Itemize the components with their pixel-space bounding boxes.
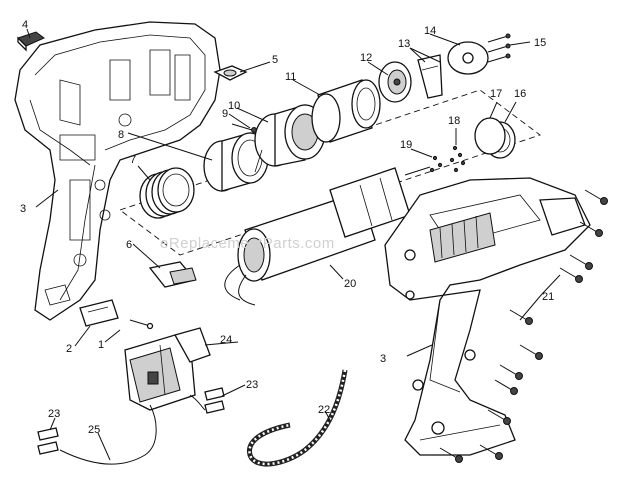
part-23-terminals-left <box>37 427 59 455</box>
part-9-screw <box>231 123 257 133</box>
callout-22: 22 <box>318 404 330 416</box>
part-11-clutch-collar <box>311 79 381 143</box>
part-19-pins <box>429 155 443 173</box>
part-17-ring <box>474 117 506 155</box>
part-18-pins <box>449 145 466 173</box>
part-14-washer <box>447 41 489 75</box>
callout-13: 13 <box>398 38 410 50</box>
left-housing-half <box>14 21 221 321</box>
part-10-gear-housing <box>254 104 326 173</box>
callout-8: 8 <box>118 129 124 141</box>
part-24-switch <box>124 327 211 411</box>
callout-23-right: 23 <box>246 379 258 391</box>
callout-11: 11 <box>285 71 296 83</box>
callout-23-left: 23 <box>48 408 60 420</box>
callout-20: 20 <box>344 278 356 290</box>
part-4-button <box>17 31 45 52</box>
part-6-clip <box>148 261 197 288</box>
callout-2: 2 <box>66 343 72 355</box>
callout-14: 14 <box>424 25 436 37</box>
callout-12: 12 <box>360 52 372 64</box>
part-21-screws <box>439 189 608 463</box>
part-8-ring-gear <box>203 132 269 192</box>
callout-18: 18 <box>448 115 460 127</box>
callout-25: 25 <box>88 424 100 436</box>
part-25-wire <box>59 404 157 465</box>
part-22-lanyard <box>247 369 348 467</box>
callout-15: 15 <box>534 37 546 49</box>
callout-21: 21 <box>542 291 554 303</box>
callout-3-left: 3 <box>20 203 26 215</box>
callout-3-right: 3 <box>380 353 386 365</box>
part-1-screw <box>129 319 154 330</box>
part-7-spring <box>139 167 195 219</box>
callout-24: 24 <box>220 334 232 346</box>
callout-7: 7 <box>130 154 136 166</box>
part-5-latch <box>213 65 248 81</box>
right-housing-half <box>384 177 591 456</box>
part-13-bracket <box>417 54 443 99</box>
part-15-screws <box>487 33 511 63</box>
watermark: eReplacementParts.com <box>160 235 335 252</box>
callout-16: 16 <box>514 88 526 100</box>
callout-4: 4 <box>22 19 28 31</box>
part-23-terminals-right <box>189 387 225 414</box>
callout-1: 1 <box>98 339 104 351</box>
part-20-motor <box>224 166 431 306</box>
callout-10: 10 <box>228 100 240 112</box>
part-12-gear-plate <box>378 61 412 103</box>
callout-19: 19 <box>400 139 412 151</box>
callout-5: 5 <box>272 54 278 66</box>
callout-17: 17 <box>490 88 502 100</box>
callout-6: 6 <box>126 239 132 251</box>
leader-lines <box>26 28 561 461</box>
part-2-bracket <box>79 299 119 327</box>
callout-labels: 4 5 3 3 9 10 11 12 13 14 15 17 16 18 19 … <box>20 19 554 436</box>
callout-9: 9 <box>222 108 228 120</box>
